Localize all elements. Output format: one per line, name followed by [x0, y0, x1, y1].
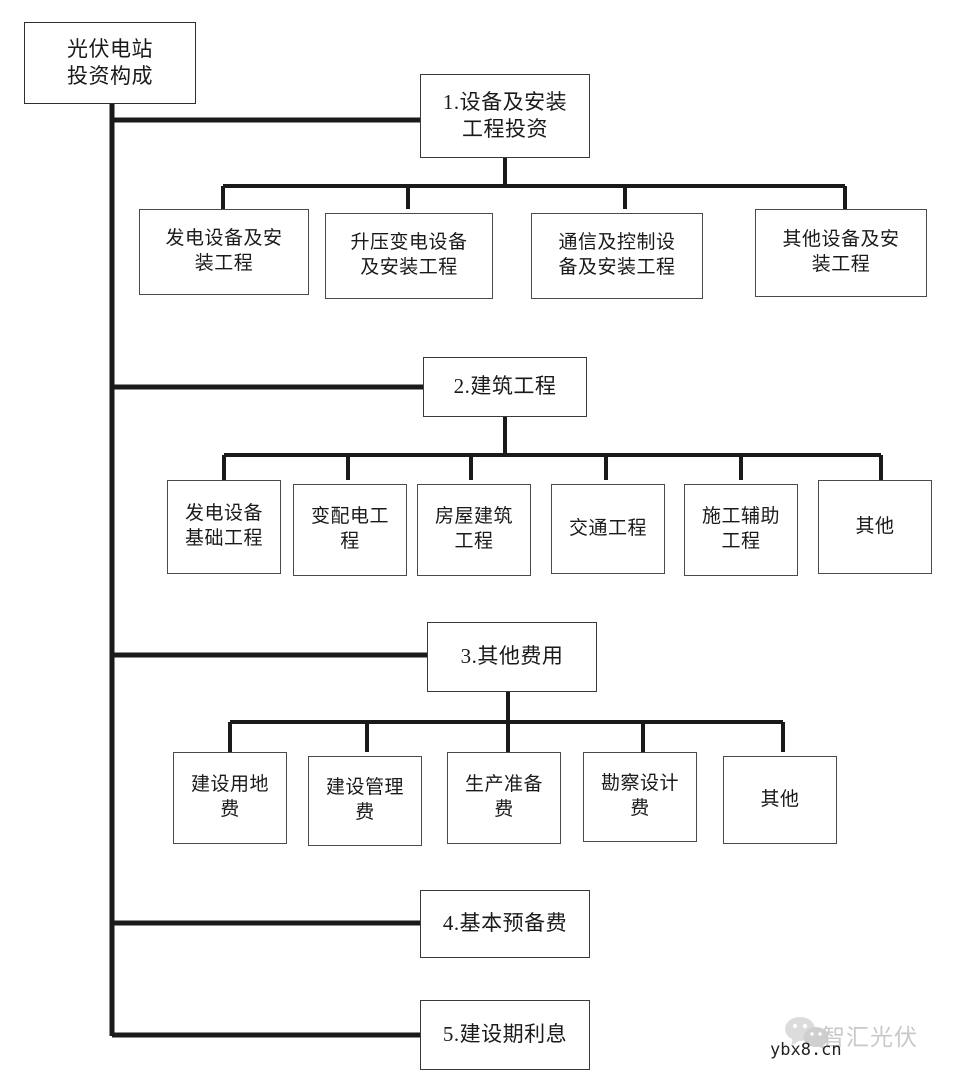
node-branch-1-child-2-label: 升压变电设备 及安装工程: [350, 232, 468, 278]
node-branch-4-label: 4.基本预备费: [442, 911, 568, 936]
node-branch-2-child-3[interactable]: 房屋建筑 工程: [417, 484, 531, 576]
node-branch-1-child-4[interactable]: 其他设备及安 装工程: [755, 209, 927, 297]
node-branch-1[interactable]: 1.设备及安装 工程投资: [420, 74, 590, 158]
node-branch-2-child-2[interactable]: 变配电工 程: [293, 484, 407, 576]
node-branch-1-child-3[interactable]: 通信及控制设 备及安装工程: [531, 213, 703, 299]
node-branch-3-child-5[interactable]: 其他: [723, 756, 837, 844]
node-branch-1-label: 1.设备及安装 工程投资: [442, 89, 568, 141]
node-branch-2-child-2-label: 变配电工 程: [310, 506, 389, 552]
node-branch-3-child-4[interactable]: 勘察设计 费: [583, 752, 697, 842]
node-branch-3[interactable]: 3.其他费用: [427, 622, 597, 692]
node-branch-1-child-4-label: 其他设备及安 装工程: [782, 229, 900, 275]
node-branch-3-child-1[interactable]: 建设用地 费: [173, 752, 287, 844]
node-branch-1-child-1-label: 发电设备及安 装工程: [165, 228, 283, 274]
node-branch-2-child-1-label: 发电设备 基础工程: [184, 503, 263, 549]
node-branch-2-child-3-label: 房屋建筑 工程: [434, 506, 513, 552]
node-branch-2-child-4-label: 交通工程: [568, 517, 647, 539]
node-branch-3-child-2-label: 建设管理 费: [325, 777, 404, 823]
node-branch-2-child-1[interactable]: 发电设备 基础工程: [167, 480, 281, 574]
node-branch-5[interactable]: 5.建设期利息: [420, 1000, 590, 1070]
node-branch-2-child-6-label: 其他: [855, 515, 895, 537]
node-branch-3-label: 3.其他费用: [460, 644, 564, 669]
node-branch-3-child-3[interactable]: 生产准备 费: [447, 752, 561, 844]
node-branch-1-child-1[interactable]: 发电设备及安 装工程: [139, 209, 309, 295]
node-branch-3-child-5-label: 其他: [760, 788, 800, 810]
node-root-label: 光伏电站 投资构成: [67, 36, 153, 88]
node-branch-2-child-4[interactable]: 交通工程: [551, 484, 665, 574]
node-branch-3-child-3-label: 生产准备 费: [464, 774, 543, 820]
node-root[interactable]: 光伏电站 投资构成: [24, 22, 196, 104]
watermark: 智汇光伏 ybx8.cn: [770, 1016, 950, 1072]
node-branch-2-child-5[interactable]: 施工辅助 工程: [684, 484, 798, 576]
watermark-url: ybx8.cn: [770, 1040, 842, 1060]
node-branch-2-label: 2.建筑工程: [453, 374, 557, 399]
node-branch-2-child-5-label: 施工辅助 工程: [701, 506, 780, 552]
node-branch-1-child-2[interactable]: 升压变电设备 及安装工程: [325, 213, 493, 299]
node-branch-4[interactable]: 4.基本预备费: [420, 890, 590, 958]
watermark-brand: 智汇光伏: [822, 1024, 918, 1050]
node-branch-1-child-3-label: 通信及控制设 备及安装工程: [558, 232, 676, 278]
node-branch-2-child-6[interactable]: 其他: [818, 480, 932, 574]
node-branch-3-child-4-label: 勘察设计 费: [600, 773, 679, 819]
node-branch-2[interactable]: 2.建筑工程: [423, 357, 587, 417]
node-branch-3-child-2[interactable]: 建设管理 费: [308, 756, 422, 846]
wechat-icon: [785, 1017, 829, 1050]
node-branch-3-child-1-label: 建设用地 费: [190, 774, 269, 820]
node-branch-5-label: 5.建设期利息: [442, 1022, 568, 1047]
